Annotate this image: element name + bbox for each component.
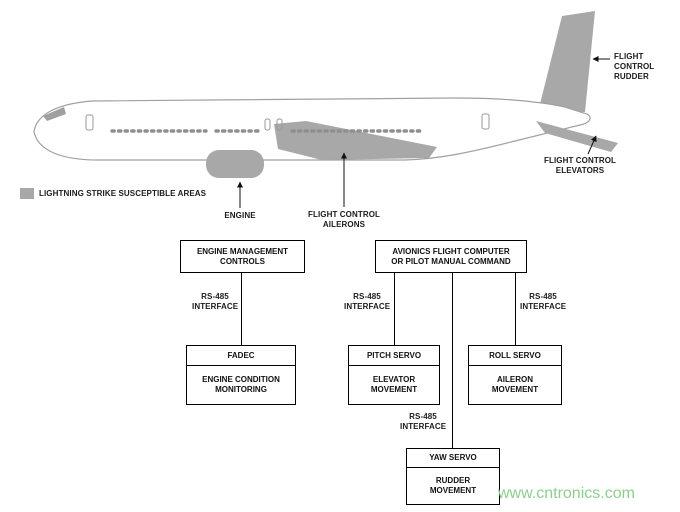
fadec-box-body: ENGINE CONDITION MONITORING bbox=[202, 375, 280, 394]
ailerons-label: FLIGHT CONTROL AILERONS bbox=[307, 210, 381, 229]
roll-servo-box-body: AILERON MOVEMENT bbox=[491, 375, 539, 394]
rs485-label-pitch: RS-485 INTERFACE bbox=[344, 292, 391, 311]
yaw-servo-box: YAW SERVO RUDDER MOVEMENT bbox=[406, 448, 500, 505]
pitch-servo-box-body: ELEVATOR MOVEMENT bbox=[370, 375, 418, 394]
pitch-servo-box-title: PITCH SERVO bbox=[349, 346, 439, 366]
roll-servo-box-title: ROLL SERVO bbox=[469, 346, 561, 366]
engine-area bbox=[206, 150, 264, 178]
fadec-box: FADEC ENGINE CONDITION MONITORING bbox=[186, 345, 296, 405]
yaw-servo-box-body: RUDDER MOVEMENT bbox=[429, 476, 477, 495]
elevators-label: FLIGHT CONTROL ELEVATORS bbox=[543, 156, 617, 175]
door-marker bbox=[276, 118, 283, 131]
yaw-servo-box-title: YAW SERVO bbox=[407, 449, 499, 468]
door-marker bbox=[85, 114, 94, 131]
elevators-arrow bbox=[587, 135, 597, 155]
rudder-label: FLIGHT CONTROL RUDDER bbox=[614, 52, 655, 81]
connector-avionics-yaw bbox=[452, 273, 453, 448]
connector-engine-fadec bbox=[241, 273, 242, 345]
legend-swatch bbox=[20, 188, 34, 199]
watermark: www.cntronics.com bbox=[498, 485, 635, 502]
roll-servo-box: ROLL SERVO AILERON MOVEMENT bbox=[468, 345, 562, 405]
fadec-box-title: FADEC bbox=[187, 346, 295, 366]
avionics-box: AVIONICS FLIGHT COMPUTER OR PILOT MANUAL… bbox=[375, 240, 527, 273]
engine-management-box-label: ENGINE MANAGEMENT CONTROLS bbox=[196, 246, 289, 266]
door-marker bbox=[264, 118, 271, 131]
cockpit-windows-icon bbox=[43, 107, 66, 121]
engine-label: ENGINE bbox=[224, 211, 256, 220]
connector-avionics-pitch bbox=[394, 273, 395, 345]
rudder-area bbox=[538, 11, 595, 112]
pitch-servo-box: PITCH SERVO ELEVATOR MOVEMENT bbox=[348, 345, 440, 405]
legend-label: LIGHTNING STRIKE SUSCEPTIBLE AREAS bbox=[39, 189, 207, 198]
door-marker bbox=[481, 113, 490, 130]
engine-management-box: ENGINE MANAGEMENT CONTROLS bbox=[180, 240, 305, 273]
connector-avionics-roll bbox=[515, 273, 516, 345]
avionics-box-label: AVIONICS FLIGHT COMPUTER OR PILOT MANUAL… bbox=[391, 246, 511, 266]
rs485-label-yaw: RS-485 INTERFACE bbox=[400, 412, 447, 431]
rs485-label-engine: RS-485 INTERFACE bbox=[192, 292, 239, 311]
elevator-area bbox=[536, 121, 618, 152]
rs485-label-roll: RS-485 INTERFACE bbox=[520, 292, 567, 311]
